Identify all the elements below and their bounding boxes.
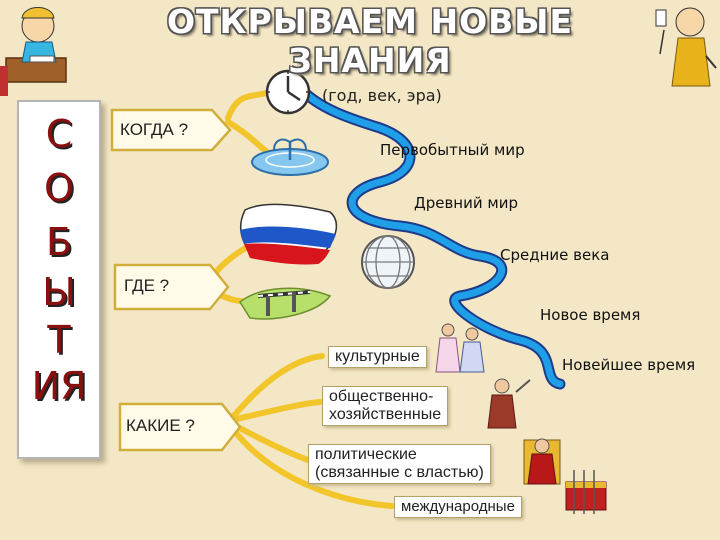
side-letter: О xyxy=(44,166,74,210)
side-letter: ИЯ xyxy=(31,364,87,408)
army-icon xyxy=(565,470,607,514)
ruler-figure-icon xyxy=(523,438,561,485)
event-type-political: политические (связанные с властью) xyxy=(308,444,491,484)
map-icon xyxy=(239,203,338,265)
socio-figure-icon xyxy=(487,378,531,429)
connector-what-cultural xyxy=(229,353,325,421)
side-letter: Б xyxy=(45,220,73,264)
when-callout-shape xyxy=(110,108,232,152)
event-type-international: международные xyxy=(394,496,522,518)
border-barrier-icon xyxy=(239,287,332,320)
event-type-political-line2: (связанные с властью) xyxy=(315,464,484,481)
when-note: (год, век, эра) xyxy=(322,86,442,105)
event-type-political-line1: политические xyxy=(315,446,417,463)
timeline-ribbon xyxy=(296,84,564,388)
fountain-icon xyxy=(251,138,329,176)
question-where: ГДЕ ? xyxy=(124,276,170,295)
side-letter: Т xyxy=(47,318,71,362)
question-what: КАКИЕ ? xyxy=(126,416,195,435)
cultural-figures-icon xyxy=(435,323,485,373)
era-label-middle-ages: Средние века xyxy=(500,246,610,264)
connector-what-socio xyxy=(229,399,323,423)
era-label-primitive: Первобытный мир xyxy=(380,141,525,159)
where-callout-shape xyxy=(113,263,230,311)
side-letter: С xyxy=(45,112,73,156)
events-side-panel: С О Б Ы Т ИЯ xyxy=(17,100,101,459)
era-label-ancient: Древний мир xyxy=(414,194,518,212)
event-type-socio-line1: общественно- xyxy=(329,388,434,405)
side-letter: Ы xyxy=(42,270,76,314)
what-callout-shape xyxy=(118,402,242,452)
clock-icon xyxy=(265,69,311,115)
connector-when-clock xyxy=(225,89,273,121)
event-type-cultural: культурные xyxy=(328,346,427,368)
connector-what-international xyxy=(229,425,395,509)
event-type-socio-economic: общественно- хозяйственные xyxy=(322,386,449,426)
event-type-socio-line2: хозяйственные xyxy=(329,406,442,423)
era-label-modern: Новое время xyxy=(540,306,641,324)
connector-what-political xyxy=(229,421,311,463)
question-when: КОГДА ? xyxy=(120,120,189,139)
globe-icon xyxy=(361,235,415,289)
page-title: ОТКРЫВАЕМ НОВЫЕ ЗНАНИЯ xyxy=(166,2,574,80)
era-label-contemporary: Новейшее время xyxy=(562,356,696,374)
student-cartoon-icon xyxy=(0,7,67,96)
teacher-cartoon-icon xyxy=(655,7,717,87)
